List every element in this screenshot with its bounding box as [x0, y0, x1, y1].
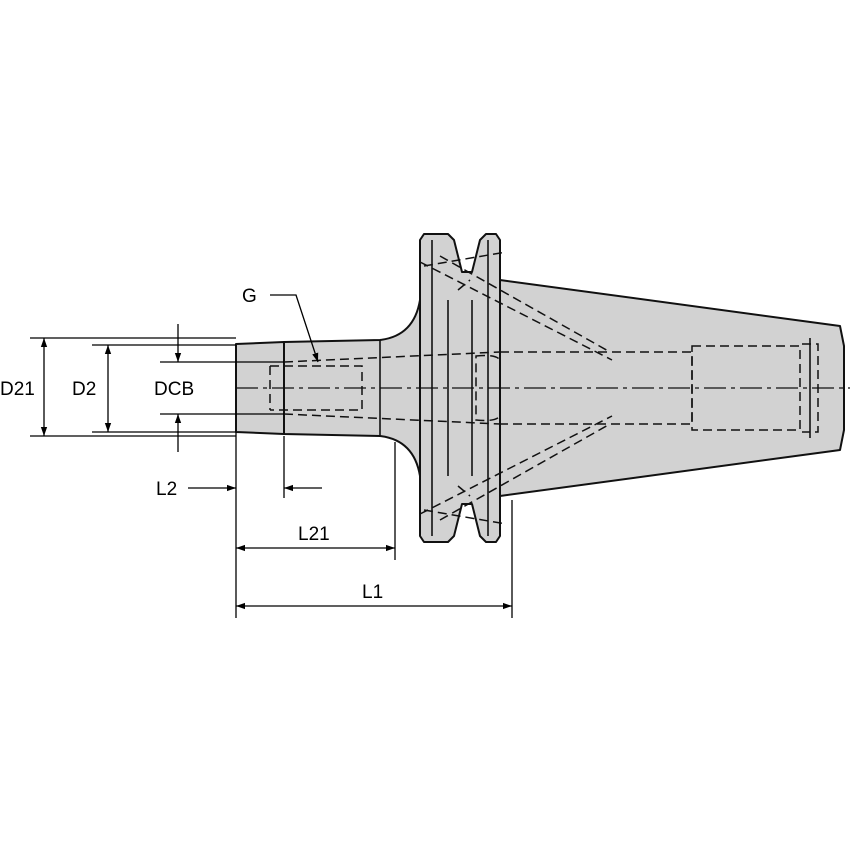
- label-l2: L2: [156, 479, 177, 500]
- label-l1: L1: [362, 582, 383, 603]
- g-leader-line: [270, 294, 319, 363]
- label-d21: D21: [0, 379, 35, 400]
- hidden-lines: [269, 251, 819, 525]
- label-d2: D2: [72, 379, 96, 400]
- label-dcb: DCB: [154, 379, 194, 400]
- label-l21: L21: [298, 524, 330, 545]
- label-g: G: [242, 286, 257, 307]
- nose: [235, 341, 285, 435]
- dimension-lines: [30, 294, 513, 618]
